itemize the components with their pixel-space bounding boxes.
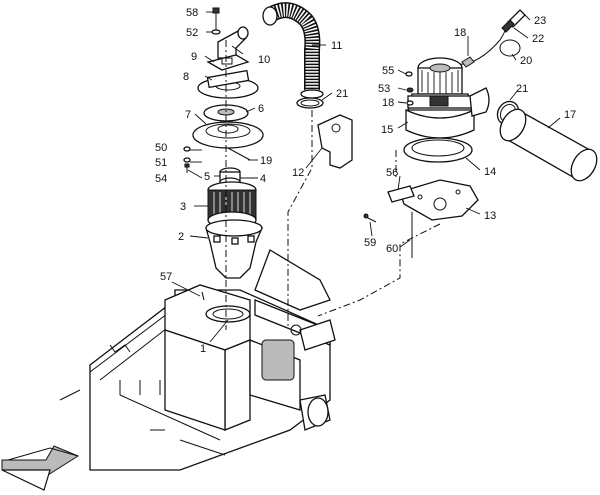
callout-21-right: 21 <box>516 83 528 95</box>
callout-20: 20 <box>520 55 532 67</box>
callout-12: 12 <box>292 167 304 179</box>
motor-assembly <box>317 9 598 317</box>
callout-7: 7 <box>185 109 191 121</box>
callout-8: 8 <box>183 71 189 83</box>
callout-54: 54 <box>155 173 167 185</box>
callout-6: 6 <box>258 103 264 115</box>
callout-55: 55 <box>382 65 394 77</box>
callout-19: 19 <box>260 155 272 167</box>
callout-57: 57 <box>160 271 172 283</box>
callout-18-top: 18 <box>454 27 466 39</box>
callout-13: 13 <box>484 210 496 222</box>
callout-5: 5 <box>204 171 210 183</box>
callout-53: 53 <box>378 83 390 95</box>
callout-60: 60 <box>386 243 398 255</box>
machine-body <box>59 249 336 471</box>
hose-assembly <box>262 2 353 326</box>
callout-4: 4 <box>260 173 266 185</box>
front-direction-arrow-icon <box>1 445 80 491</box>
callout-17: 17 <box>564 109 576 121</box>
callout-22: 22 <box>532 33 544 45</box>
callout-23: 23 <box>534 15 546 27</box>
callout-11: 11 <box>331 40 342 52</box>
callout-50: 50 <box>155 142 167 154</box>
callout-51: 51 <box>155 157 167 169</box>
callout-52: 52 <box>186 27 198 39</box>
callout-9: 9 <box>191 51 197 63</box>
leader-lines <box>171 11 561 343</box>
left-filter-stack <box>183 7 264 330</box>
callout-58: 58 <box>186 7 198 19</box>
callout-18-left: 18 <box>382 97 394 109</box>
callout-labels: 1 2 3 4 5 6 7 8 9 10 11 12 13 14 15 17 1… <box>155 7 576 355</box>
callout-15: 15 <box>381 124 393 136</box>
callout-56: 56 <box>386 167 398 179</box>
callout-1: 1 <box>200 343 206 355</box>
callout-2: 2 <box>178 231 184 243</box>
callout-14: 14 <box>484 166 496 178</box>
callout-59: 59 <box>364 237 376 249</box>
callout-3: 3 <box>180 201 186 213</box>
callout-10: 10 <box>258 54 270 66</box>
callout-21-left: 21 <box>336 88 348 100</box>
